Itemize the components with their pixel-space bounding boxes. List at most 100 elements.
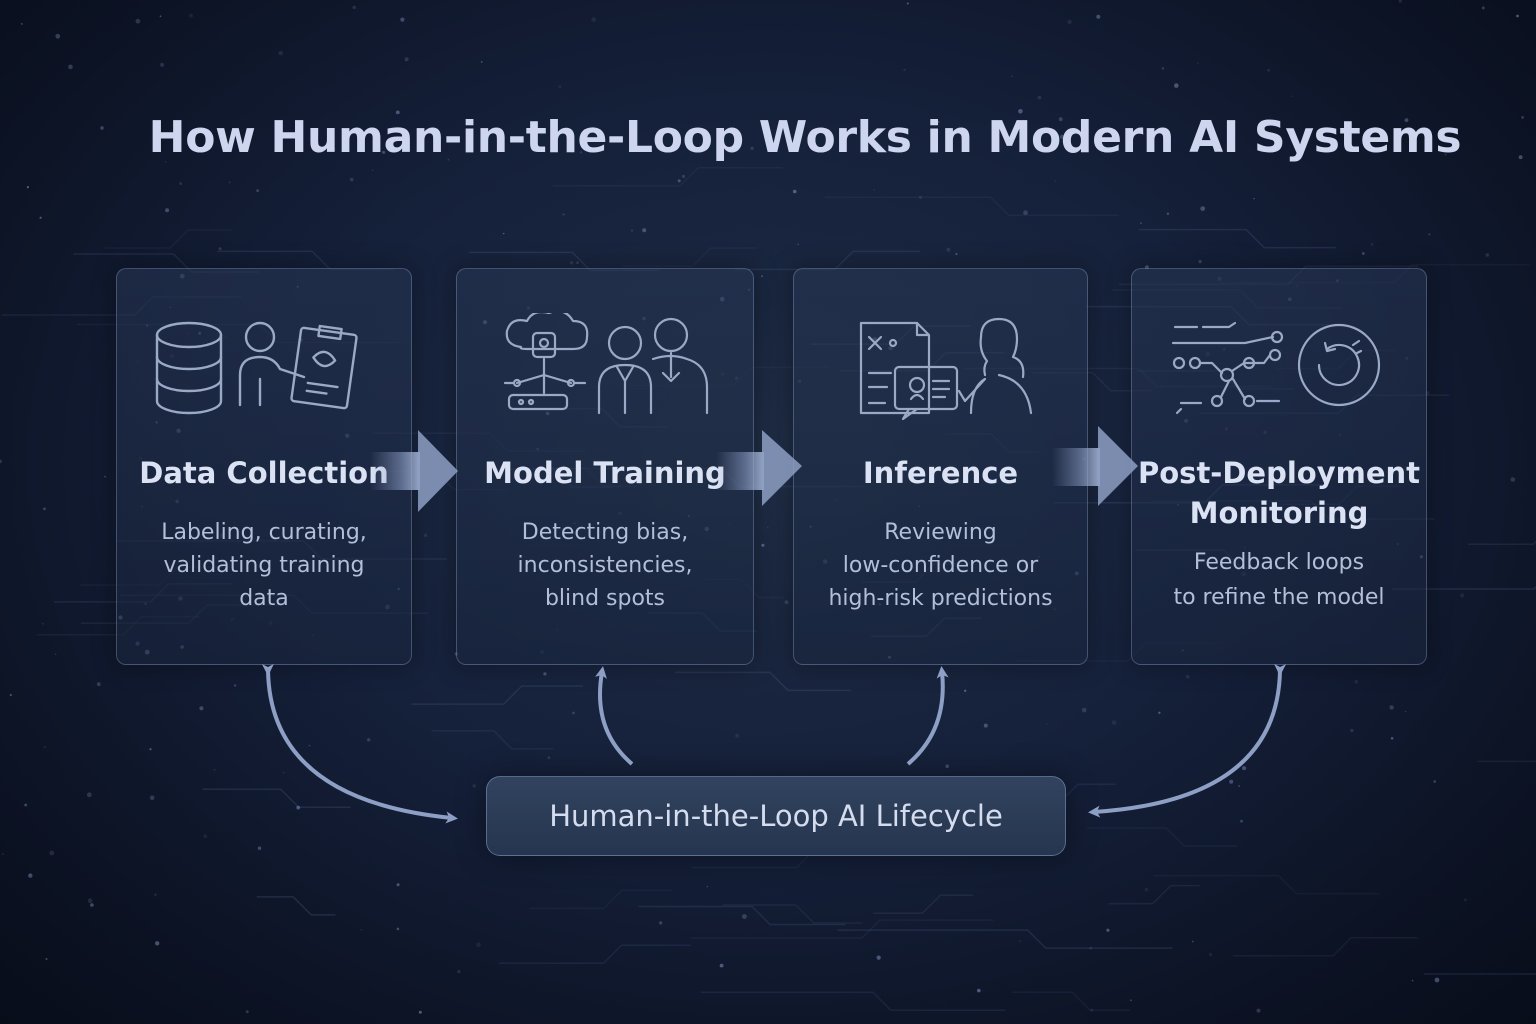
circuit-trace bbox=[691, 919, 994, 939]
particle-dot bbox=[296, 805, 301, 810]
lifecycle-label: Human-in-the-Loop AI Lifecycle bbox=[549, 799, 1003, 833]
stage-card-inference: Inference Reviewing low-confidence or hi… bbox=[793, 268, 1088, 665]
particle-dot bbox=[1187, 795, 1189, 797]
particle-dot bbox=[154, 893, 157, 896]
particle-dot bbox=[1090, 1008, 1094, 1012]
particle-dot bbox=[761, 543, 765, 547]
particle-dot bbox=[1011, 75, 1013, 77]
particle-dot bbox=[1081, 707, 1087, 713]
particle-dot bbox=[1516, 14, 1519, 18]
particle-dot bbox=[233, 684, 237, 687]
circuit-trace bbox=[217, 250, 394, 271]
particle-dot bbox=[26, 186, 29, 189]
particle-dot bbox=[1054, 180, 1057, 182]
particle-dot bbox=[1405, 710, 1407, 713]
particle-dot bbox=[360, 929, 362, 931]
particle-dot bbox=[1485, 253, 1490, 257]
particle-dot bbox=[1290, 95, 1293, 97]
particle-dot bbox=[39, 216, 42, 219]
circuit-trace bbox=[1153, 874, 1380, 895]
circuit-trace bbox=[700, 991, 1006, 1012]
stage-card-model-training: Model Training Detecting bias, inconsist… bbox=[456, 268, 754, 665]
particle-dot bbox=[706, 885, 709, 888]
particle-dot bbox=[104, 475, 106, 478]
particle-dot bbox=[1267, 68, 1270, 72]
review-document-icon bbox=[859, 317, 1032, 421]
lifecycle-box: Human-in-the-Loop AI Lifecycle bbox=[486, 776, 1066, 856]
particle-dot bbox=[1158, 711, 1161, 714]
particle-dot bbox=[330, 146, 336, 152]
particle-dot bbox=[1390, 737, 1394, 740]
particle-dot bbox=[404, 57, 409, 62]
circuit-trace bbox=[256, 896, 336, 916]
circuit-trace bbox=[431, 730, 554, 750]
particle-dot bbox=[189, 13, 193, 18]
particle-dot bbox=[1350, 728, 1354, 733]
particle-dot bbox=[28, 873, 33, 878]
particle-dot bbox=[750, 146, 754, 150]
particle-dot bbox=[480, 61, 483, 63]
circuit-trace bbox=[1087, 827, 1237, 847]
particle-dot bbox=[218, 247, 222, 251]
particle-dot bbox=[677, 179, 681, 183]
circuit-trace bbox=[723, 904, 863, 924]
particle-dot bbox=[1067, 19, 1072, 25]
particle-dot bbox=[1111, 720, 1117, 725]
particle-dot bbox=[945, 764, 949, 768]
particle-dot bbox=[1161, 67, 1165, 70]
stage-card-post-deployment-monitoring: Post-Deployment Monitoring Feedback loop… bbox=[1131, 268, 1427, 665]
stage-description: Labeling, curating, validating training … bbox=[161, 520, 367, 611]
particle-dot bbox=[1253, 197, 1255, 200]
particle-dot bbox=[1389, 705, 1394, 710]
particle-dot bbox=[1521, 116, 1524, 119]
particle-dot bbox=[1411, 979, 1414, 982]
circuit-trace bbox=[1423, 973, 1536, 975]
particle-dot bbox=[742, 914, 747, 919]
particle-dot bbox=[558, 85, 562, 88]
circuit-trace bbox=[202, 788, 351, 809]
particle-dot bbox=[1256, 1008, 1261, 1013]
stage-description: Detecting bias, inconsistencies, blind s… bbox=[517, 520, 693, 611]
particle-dot bbox=[1464, 898, 1467, 902]
particle-dot bbox=[49, 850, 55, 856]
particle-dot bbox=[2, 853, 4, 855]
particle-dot bbox=[1398, 0, 1402, 3]
particle-dot bbox=[472, 784, 476, 788]
particle-dot bbox=[228, 181, 231, 184]
particle-dot bbox=[400, 17, 405, 22]
particle-dot bbox=[1046, 723, 1048, 725]
particle-dot bbox=[1200, 206, 1206, 212]
particle-dot bbox=[591, 17, 597, 22]
particle-dot bbox=[1058, 117, 1063, 122]
particle-dot bbox=[562, 213, 565, 216]
particle-dot bbox=[977, 988, 981, 993]
particle-dot bbox=[983, 723, 988, 728]
particle-dot bbox=[165, 208, 170, 213]
particle-dot bbox=[278, 51, 283, 56]
particle-dot bbox=[86, 792, 92, 798]
particle-dot bbox=[1518, 155, 1523, 160]
particle-dot bbox=[543, 672, 547, 676]
particle-dot bbox=[256, 189, 260, 193]
particle-dot bbox=[1192, 940, 1194, 943]
particle-dot bbox=[1229, 779, 1234, 784]
particle-dot bbox=[90, 903, 94, 907]
particle-dot bbox=[1370, 242, 1374, 246]
particle-dot bbox=[1227, 136, 1230, 139]
circuit-trace bbox=[1139, 228, 1336, 249]
particle-dot bbox=[682, 174, 685, 178]
particle-dot bbox=[203, 834, 207, 838]
particle-dot bbox=[1240, 819, 1243, 823]
particle-dot bbox=[572, 711, 575, 715]
particle-dot bbox=[1096, 14, 1101, 19]
particle-dot bbox=[135, 18, 141, 24]
stage-description: Feedback loops to refine the model bbox=[1173, 550, 1385, 610]
particle-dot bbox=[149, 795, 155, 800]
particle-dot bbox=[352, 5, 356, 10]
particle-dot bbox=[395, 110, 400, 115]
particle-dot bbox=[642, 228, 647, 233]
particle-dot bbox=[876, 955, 881, 960]
particle-dot bbox=[1037, 95, 1042, 100]
circuit-trace bbox=[1392, 585, 1536, 590]
particle-dot bbox=[502, 232, 505, 235]
